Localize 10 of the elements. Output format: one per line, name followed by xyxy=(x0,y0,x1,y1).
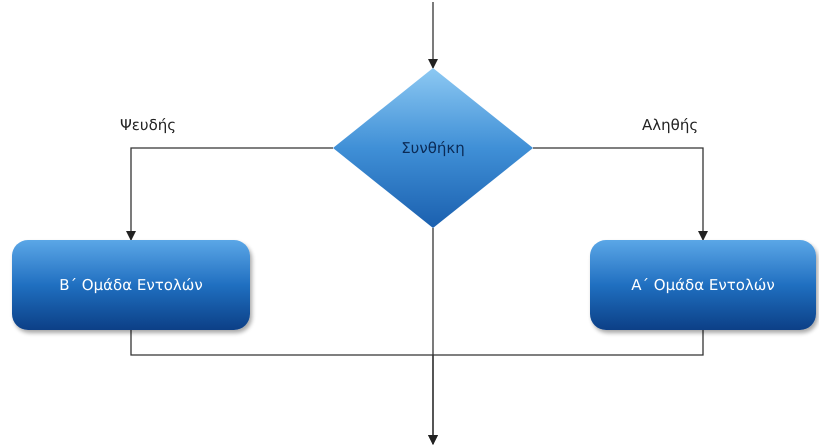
arrow xyxy=(428,2,438,69)
arrow xyxy=(533,147,708,241)
arrow xyxy=(126,147,333,241)
node-text: Β΄ Ομάδα Εντολών xyxy=(59,274,203,296)
node-text: Α΄ Ομάδα Εντολών xyxy=(631,274,775,296)
process-box xyxy=(12,240,250,330)
process-box xyxy=(590,240,816,330)
arrow xyxy=(428,330,704,445)
node-text: Συνθήκη xyxy=(401,138,465,159)
decision-diamond xyxy=(333,68,533,228)
